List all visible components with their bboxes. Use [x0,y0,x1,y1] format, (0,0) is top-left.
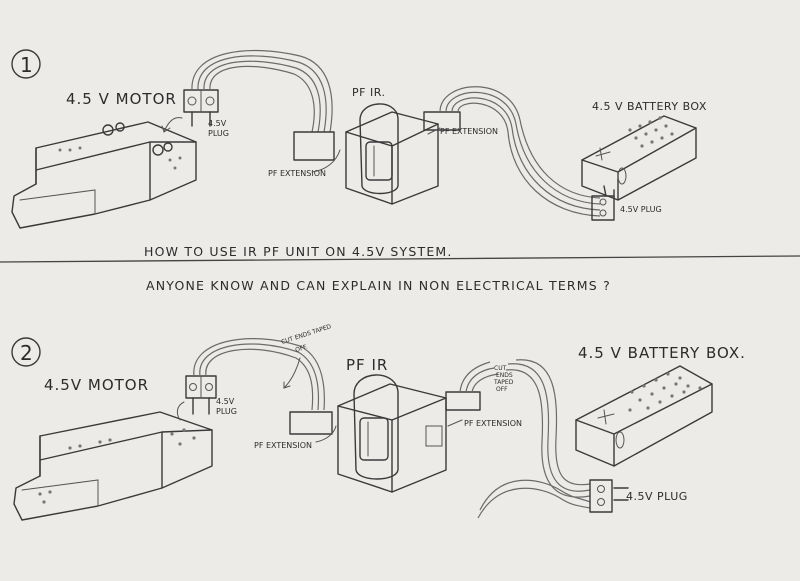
motor-2-plug-label-line2: PLUG [216,407,237,416]
motor-1-plug-drawing [183,89,219,127]
motor-1-plug-arrow [161,117,183,133]
diagram-2: 2 4.5V MOTOR 4.5V PLUG [11,323,746,521]
pf-extension-1-left [293,131,335,161]
battery-plug-1-label: 4.5V PLUG [620,205,662,214]
cut-note-right-line4: OFF [496,386,508,393]
diagram-1: 1 4.5 V MOTOR 4.5V PLUG [11,49,707,229]
motor-2-plug-drawing [185,375,217,415]
battery-plug-2 [589,479,629,513]
cut-note-left-line2: OFF. [294,343,308,354]
ext-1-right-label: PF EXTENSION [440,127,498,136]
battery-1-label: 4.5 V BATTERY BOX [592,100,707,113]
motor-2-drawing [13,411,213,521]
pf-ir-receiver-1 [345,103,439,205]
ext-2-right-label: PF EXTENSION [464,419,522,428]
ext-1-right-arrow [427,127,441,135]
question-line-1: HOW TO USE IR PF UNIT ON 4.5V SYSTEM. [144,244,453,259]
ext-1-left-arrow [311,149,341,173]
battery-box-2 [575,365,713,467]
motor-2-label: 4.5V MOTOR [44,376,149,394]
ext-1-left-label: PF EXTENSION [268,169,326,178]
wire-bundle-2-left [193,338,325,411]
wire-bundle-1-right [439,86,601,217]
cut-note-right-line3: TAPED [493,379,514,386]
pf-ir-2-label: PF IR [346,356,388,374]
pf-ir-1-label: PF IR. [352,86,385,99]
pf-ir-receiver-2 [337,374,447,493]
diagram-1-number: 1 [20,53,33,77]
wire-bundle-2-right [477,359,591,519]
motor-1-plug-label-line2: PLUG [208,129,229,138]
battery-plug-1 [591,185,615,221]
battery-box-1 [581,115,697,201]
battery-plug-2-label: 4.5V PLUG [626,490,688,503]
cut-note-right-line1: CUT [494,365,507,372]
divider-line [0,255,800,263]
battery-2-label: 4.5 V BATTERY BOX. [578,344,746,362]
ext-2-left-arrow [315,425,337,443]
question-line-2: ANYONE KNOW AND CAN EXPLAIN IN NON ELECT… [146,278,611,293]
ext-2-right-arrow [447,419,463,427]
motor-1-label: 4.5 V MOTOR [66,90,177,108]
diagram-2-number-circle [11,337,41,367]
pf-extension-2-right [445,391,481,411]
motor-2-plug-label-line1: 4.5V [216,397,235,406]
cut-note-right-line2: ENDS [496,372,513,379]
pf-extension-2-left [289,411,333,435]
ext-2-left-label: PF EXTENSION [254,441,312,450]
wire-bundle-1-left [191,49,333,133]
motor-1-plug-label-line1: 4.5V [208,119,227,128]
motor-1-drawing [11,121,197,229]
cut-note-left-line1: CUT ENDS TAPED [280,323,332,346]
motor-2-plug-arrow [176,401,185,421]
diagram-2-number: 2 [20,341,33,365]
diagram-1-number-circle [11,49,41,79]
cut-note-left-arrow [283,357,301,389]
wire-bundle-2-right-stub [459,361,499,393]
pf-extension-1-right [423,111,461,131]
